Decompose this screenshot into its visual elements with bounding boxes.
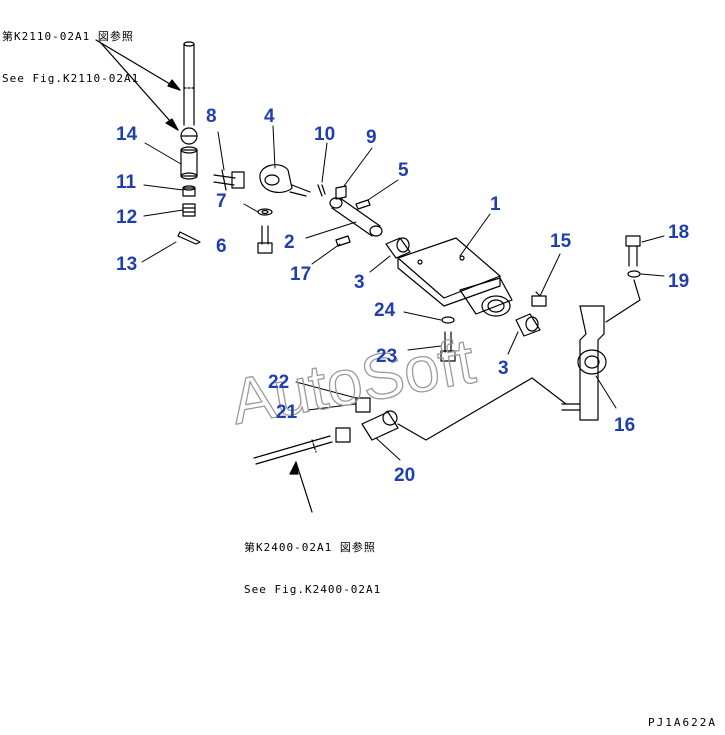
callout-18: 18: [668, 222, 689, 243]
part-16-lever: [561, 305, 607, 421]
part-21-nut: [335, 427, 351, 443]
reference-bottom: 第K2400-02A1 図参照 See Fig.K2400-02A1: [244, 513, 381, 625]
reference-top-en: See Fig.K2110-02A1: [2, 72, 140, 85]
part-24-washer: [441, 316, 455, 324]
callout-11: 11: [116, 172, 137, 193]
callout-14: 14: [116, 124, 138, 145]
callout-12: 12: [116, 207, 137, 228]
part-15-fitting: [531, 291, 547, 307]
callout-19: 19: [668, 271, 689, 292]
part-9-key: [335, 185, 347, 200]
callout-16: 16: [614, 415, 635, 436]
part-12-threaded: [182, 203, 196, 217]
part-19-washer: [627, 270, 641, 278]
callout-17: 17: [290, 264, 311, 285]
guide-line-18: [605, 279, 641, 323]
callout-5: 5: [398, 160, 409, 181]
callout-9: 9: [366, 127, 377, 148]
callout-numbers: 14 8 4 10 9 5 11 12 7 6 2 17 13 1 15 18 …: [116, 106, 689, 486]
part-18-bolt: [625, 235, 641, 267]
callout-4: 4: [264, 106, 275, 127]
part-1-bracket: [397, 237, 513, 317]
reference-arrows-top: [95, 39, 181, 131]
callout-13: 13: [116, 254, 137, 275]
callout-22: 22: [268, 372, 289, 393]
part-8-bolt: [213, 169, 245, 191]
callout-21: 21: [276, 402, 298, 423]
callout-23: 23: [376, 346, 397, 367]
leader-lines: [141, 125, 665, 461]
reference-arrow-bottom: [289, 461, 313, 513]
part-6-bolt: [257, 225, 273, 254]
watermark-text: AutoSoft: [226, 324, 480, 438]
callout-1: 1: [490, 194, 501, 215]
part-2-shaft: [329, 197, 383, 237]
callout-6: 6: [216, 236, 227, 257]
part-11-nut: [182, 185, 196, 197]
part-3-bushing-lower: [515, 313, 541, 337]
drawing-code: PJ1A622A: [648, 716, 717, 729]
upper-rod: [183, 41, 195, 126]
part-23-bolt: [440, 331, 456, 362]
part-5-key: [355, 199, 371, 210]
part-4-clamp: [259, 164, 311, 197]
part-10-pin: [317, 184, 326, 197]
reference-bottom-jp: 第K2400-02A1 図参照: [244, 541, 376, 554]
callout-3-upper: 3: [354, 272, 365, 293]
part-14-sleeve: [180, 146, 198, 180]
part-3-bushing-upper: [385, 237, 411, 259]
part-13-pin: [177, 231, 201, 245]
callout-7: 7: [216, 191, 227, 212]
part-14-ball: [180, 127, 198, 145]
callout-3-lower: 3: [498, 358, 509, 379]
reference-bottom-en: See Fig.K2400-02A1: [244, 583, 382, 596]
part-20-rod-end: [361, 410, 399, 441]
callout-2: 2: [284, 232, 295, 253]
part-17-key: [335, 235, 351, 247]
callout-20: 20: [394, 465, 415, 486]
callout-24: 24: [374, 300, 396, 321]
guide-line-20: [397, 377, 567, 441]
reference-top: 第K2110-02A1 図参照 See Fig.K2110-02A1: [2, 2, 139, 114]
lower-rod: [253, 435, 333, 465]
part-22-nut: [355, 397, 371, 413]
callout-15: 15: [550, 231, 572, 252]
callout-8: 8: [206, 106, 217, 127]
reference-top-jp: 第K2110-02A1 図参照: [2, 30, 134, 43]
callout-10: 10: [314, 124, 335, 145]
part-7-washer: [257, 208, 273, 216]
